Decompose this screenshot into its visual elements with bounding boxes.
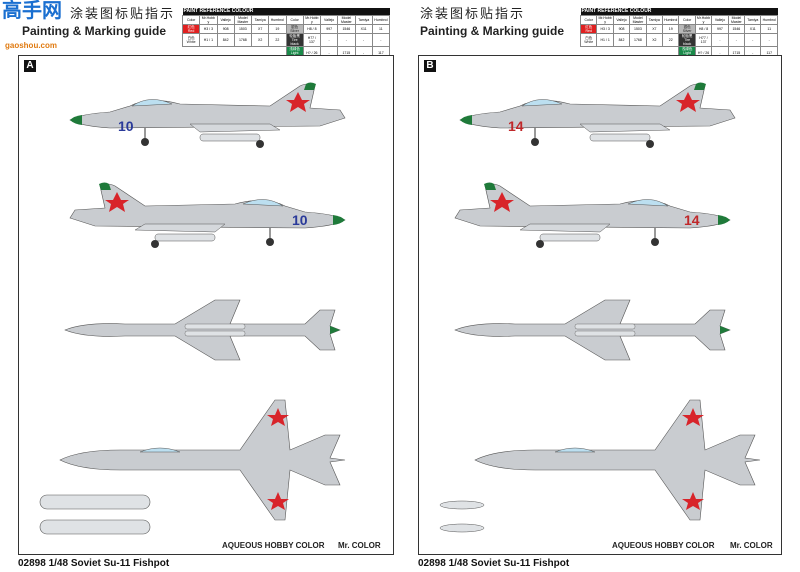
legend-mrcolor-a: Mr. COLOR [338, 541, 381, 550]
nose-number-b2: 14 [684, 212, 700, 228]
drop-tank-a2 [39, 519, 151, 535]
nose-number-a2: 10 [292, 212, 308, 228]
header-en-left: Painting & Marking guide [22, 24, 167, 38]
footer-title-left: 02898 1/48 Soviet Su-11 Fishpot [18, 558, 170, 569]
paint-code: X2 [250, 33, 270, 47]
side-view-left-b [459, 82, 736, 149]
legend-mrcolor-b: Mr. COLOR [730, 541, 773, 550]
legend-aqueous-a: AQUEOUS HOBBY COLOR [222, 541, 325, 550]
plan-view-b [474, 399, 761, 521]
footer-title-right: 02898 1/48 Soviet Su-11 Fishpot [418, 558, 570, 569]
top-view-a [64, 299, 341, 361]
watermark-url: gaoshou.com [5, 41, 58, 50]
panel-letter-a: A [24, 60, 36, 72]
drop-tank-a1 [39, 494, 151, 510]
nose-number-a1: 10 [118, 118, 134, 134]
header-cn-right: 涂装图标贴指示 [420, 6, 526, 21]
header-en-right: Painting & Marking guide [420, 24, 565, 38]
paint-code: H1 / 1 [199, 33, 218, 47]
color-swatch: 白色 White [181, 33, 201, 47]
antenna-part-b2 [439, 523, 485, 533]
side-view-left-a [69, 82, 346, 149]
top-view-b [454, 299, 731, 361]
paint-table-title: PAINT REFERENCE COLOUR [182, 8, 390, 16]
legend-aqueous-b: AQUEOUS HOBBY COLOR [612, 541, 715, 550]
nose-number-b1: 14 [508, 118, 524, 134]
panel-letter-b: B [424, 60, 436, 72]
antenna-part-b1 [439, 500, 485, 510]
header-cn-left: 涂装图标贴指示 [70, 6, 176, 21]
color-swatch: 白色 White [579, 33, 598, 47]
watermark-logo: 高手网 [2, 0, 62, 22]
paint-table-title: PAINT REFERENCE COLOUR [580, 8, 778, 16]
